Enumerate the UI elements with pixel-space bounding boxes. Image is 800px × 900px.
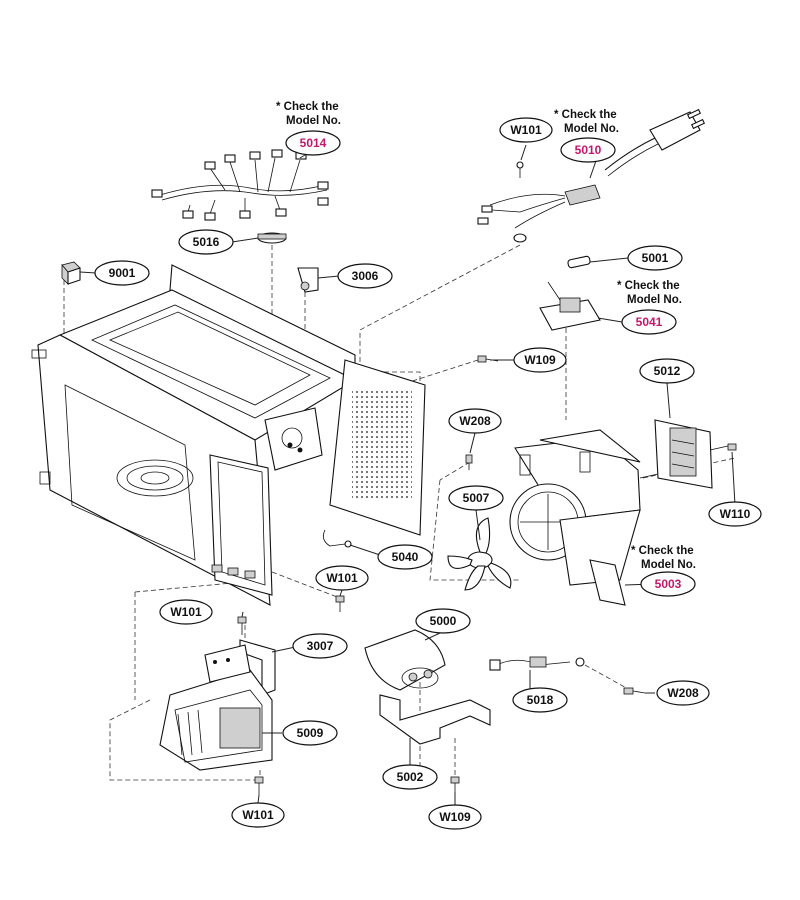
note-line: * Check the bbox=[554, 109, 617, 121]
part-number: 9001 bbox=[109, 266, 136, 280]
part-label-5040: 5040 bbox=[377, 544, 433, 570]
screw-w101-bot-part bbox=[254, 776, 264, 795]
part-number: 5041 bbox=[636, 315, 663, 329]
thermostat-wire-part bbox=[322, 529, 352, 548]
part-label-5001: 5001 bbox=[627, 245, 683, 271]
part-label-5018: 5018 bbox=[512, 687, 568, 713]
part-number: 5012 bbox=[654, 364, 681, 378]
part-label-5041: 5041 bbox=[621, 309, 677, 335]
part-label-5007: 5007 bbox=[448, 485, 504, 511]
foot-cube-part bbox=[61, 261, 81, 285]
noise-filter-board-part bbox=[539, 281, 601, 331]
lever-part bbox=[297, 267, 319, 293]
part-number: W109 bbox=[439, 810, 471, 824]
fan-bracket-part bbox=[509, 429, 641, 606]
note-line: * Check the bbox=[617, 280, 680, 292]
part-label-5016: 5016 bbox=[178, 229, 234, 255]
note-line: * Check the bbox=[276, 101, 339, 113]
part-label-5012: 5012 bbox=[639, 358, 695, 384]
part-label-5002: 5002 bbox=[382, 764, 438, 790]
screw-w109-mid-part bbox=[477, 355, 499, 363]
screw-w109-bot-part bbox=[450, 776, 460, 792]
part-number: 3007 bbox=[307, 639, 334, 653]
part-label-9001: 9001 bbox=[94, 260, 150, 286]
part-label-w208-mid: W208 bbox=[448, 408, 502, 434]
part-label-w101-top: W101 bbox=[499, 117, 553, 143]
part-label-5009: 5009 bbox=[282, 720, 338, 746]
fuse-part bbox=[567, 255, 591, 269]
part-number: 5010 bbox=[575, 143, 602, 157]
vent-perforation bbox=[352, 390, 412, 500]
magnetron-part bbox=[159, 644, 273, 771]
part-number: W208 bbox=[459, 414, 491, 428]
part-number: 5002 bbox=[397, 770, 424, 784]
note-line: Model No. bbox=[641, 559, 696, 571]
part-number: W101 bbox=[510, 123, 542, 137]
note-line: Model No. bbox=[627, 294, 682, 306]
part-number: W208 bbox=[667, 686, 699, 700]
part-label-w208-right: W208 bbox=[656, 680, 710, 706]
model-note-1: * Check the Model No. bbox=[276, 101, 341, 127]
model-note-4: * Check the Model No. bbox=[631, 545, 696, 571]
part-number: W101 bbox=[170, 605, 202, 619]
fan-motor-part bbox=[639, 419, 729, 489]
part-label-w110: W110 bbox=[708, 501, 762, 527]
screw-w101-mid-part bbox=[335, 595, 345, 612]
part-number: W109 bbox=[524, 353, 556, 367]
note-line: * Check the bbox=[631, 545, 694, 557]
part-number: W101 bbox=[326, 571, 358, 585]
part-label-w109-mid: W109 bbox=[513, 347, 567, 373]
part-number: 3006 bbox=[352, 269, 379, 283]
part-number: 5000 bbox=[430, 614, 457, 628]
part-number: 5014 bbox=[300, 136, 327, 150]
diode-wire-part bbox=[489, 656, 585, 671]
note-line: Model No. bbox=[286, 115, 341, 127]
model-note-3: * Check the Model No. bbox=[617, 280, 682, 306]
part-label-w101-left: W101 bbox=[159, 599, 213, 625]
note-line: Model No. bbox=[564, 123, 619, 135]
part-label-w101-bot: W101 bbox=[231, 802, 285, 828]
part-number: 5016 bbox=[193, 235, 220, 249]
wire-harness-part bbox=[151, 149, 329, 221]
screw-w110-part bbox=[727, 443, 737, 451]
part-number: W101 bbox=[242, 808, 274, 822]
part-label-3006: 3006 bbox=[337, 263, 393, 289]
part-label-3007: 3007 bbox=[292, 633, 348, 659]
oven-cavity-chassis bbox=[31, 264, 426, 606]
part-number: 5003 bbox=[655, 577, 682, 591]
thermal-cutout-part bbox=[257, 232, 287, 244]
part-number: 5009 bbox=[297, 726, 324, 740]
fan-blade-part bbox=[447, 517, 512, 591]
part-label-5014: 5014 bbox=[285, 130, 341, 156]
screw-w208-right-part bbox=[623, 687, 646, 695]
part-label-5000: 5000 bbox=[415, 608, 471, 634]
power-cord-part bbox=[477, 108, 706, 243]
part-number: W110 bbox=[720, 507, 751, 521]
screw-w208-mid-part bbox=[465, 454, 473, 470]
part-number: 5007 bbox=[463, 491, 490, 505]
part-label-5010: 5010 bbox=[560, 137, 616, 163]
capacitor-part bbox=[364, 629, 446, 691]
part-number: 5001 bbox=[642, 251, 669, 265]
part-label-5003: 5003 bbox=[640, 571, 696, 597]
part-label-w109-bot: W109 bbox=[428, 804, 482, 830]
model-note-2: * Check the Model No. bbox=[554, 109, 619, 135]
part-number: 5018 bbox=[527, 693, 554, 707]
part-label-w101-mid: W101 bbox=[315, 565, 369, 591]
capacitor-bracket-part bbox=[379, 694, 491, 745]
part-number: 5040 bbox=[392, 550, 419, 564]
